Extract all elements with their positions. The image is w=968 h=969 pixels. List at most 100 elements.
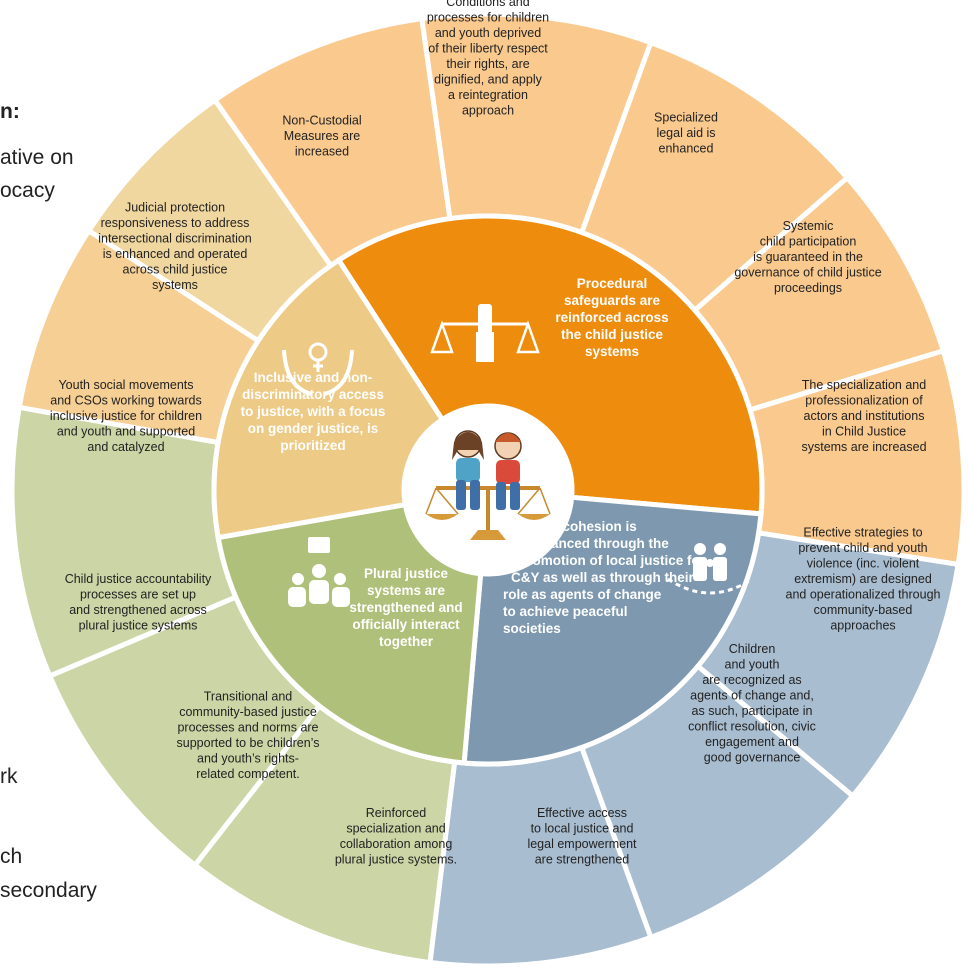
hands-gender-icon [282, 342, 354, 396]
core-section-label-line: on gender justice, is [248, 421, 379, 436]
segment-label-line: collaboration among [340, 837, 453, 851]
segment-label-line: processes and norms are [177, 720, 318, 734]
center-illustration [402, 404, 574, 576]
segment-label-line: and CSOs working towards [50, 394, 201, 408]
segment-label-line: is guaranteed in the [753, 250, 863, 264]
outer-segment-movements: Youth social movements and CSOs working t… [16, 227, 262, 454]
segment-label-line: in Child Justice [822, 425, 906, 439]
segment-label-line: supported to be children’s [177, 736, 320, 750]
segment-label-line: are recognized as [702, 673, 801, 687]
segment-label: The specialization and professionalizatio… [801, 378, 926, 454]
segment-label-line: extremism) are designed [794, 572, 932, 586]
segment-label-line: legal empowerment [527, 837, 637, 851]
core-section-label-line: officially interact [352, 617, 460, 632]
segment-label-line: plural justice systems [79, 618, 198, 632]
segment-label-line: to local justice and [531, 821, 634, 835]
background-text-bg3: ocacy [0, 179, 55, 202]
segment-label-line: Effective access [537, 806, 627, 820]
segment-label-line: related competent. [196, 767, 300, 781]
segment-label-line: inclusive justice for children [50, 409, 202, 423]
segment-label-line: specialization and [346, 821, 445, 835]
segment-label-line: is enhanced and operated [103, 247, 248, 261]
core-section-label-line: prioritized [280, 438, 345, 453]
background-text-bg2: ative on [0, 146, 74, 169]
core-section-label-line: the child justice [561, 327, 664, 342]
background-text-bg4: rk [0, 765, 18, 788]
segment-label-line: community-based justice [179, 705, 317, 719]
segment-label-line: Transitional and [204, 689, 293, 703]
segment-label-line: actors and institutions [804, 409, 925, 423]
segment-label-line: processes for children [427, 10, 549, 24]
core-section-label-line: role as agents of change [503, 587, 662, 602]
segment-label-line: of their liberty respect [428, 41, 548, 55]
segment-label-line: child participation [760, 235, 857, 249]
core-section-label-line: to achieve peaceful [503, 604, 628, 619]
segment-label-line: as such, participate in [692, 704, 813, 718]
segment-label-line: increased [295, 145, 349, 159]
segment-label-line: a reintegration [448, 88, 528, 102]
segment-label-line: intersectional discrimination [98, 231, 252, 245]
segment-label-line: good governance [704, 750, 801, 764]
segment-label-line: plural justice systems. [335, 852, 457, 866]
segment-label-line: and youth [725, 657, 780, 671]
segment-label-line: Systemic [783, 219, 834, 233]
background-text-bg6: secondary [0, 879, 97, 902]
segment-label-line: approaches [830, 619, 895, 633]
segment-label-line: across child justice [123, 262, 228, 276]
segment-label-line: systems are increased [801, 440, 926, 454]
segment-label-line: their rights, are [446, 57, 529, 71]
group-speech-icon [288, 537, 350, 607]
community-circle-icon [667, 543, 753, 595]
core-section-label-line: Plural justice [364, 566, 449, 581]
segment-label-line: and youth’s rights- [197, 751, 299, 765]
segment-label-line: approach [462, 103, 514, 117]
segment-label-line: processes are set up [80, 587, 196, 601]
background-text-bg1: n: [0, 100, 20, 123]
segment-label-line: Youth social movements [58, 378, 193, 392]
segment-label-line: Specialized [654, 111, 718, 125]
segment-label-line: professionalization of [805, 394, 923, 408]
segment-label-line: Reinforced [366, 806, 426, 820]
segment-label-line: legal aid is [656, 126, 715, 140]
core-section-label-line: C&Y as well as through their [511, 570, 695, 585]
core-section-label-line: Inclusive and non- [254, 370, 373, 385]
core-section-label-line: Procedural [577, 276, 648, 291]
segment-label-line: agents of change and, [690, 688, 814, 702]
core-section-label-line: reinforced across [555, 310, 668, 325]
segment-label-line: are strengthened [535, 852, 630, 866]
core-section-label-line: together [379, 634, 434, 649]
outer-segment-specialization: The specialization and professionalizatio… [746, 347, 967, 568]
segment-label-line: proceedings [774, 281, 842, 295]
core-section-label-line: strengthened and [349, 600, 462, 615]
segment-label-line: and operationalized through [786, 588, 941, 602]
segment-label-line: Non-Custodial [282, 114, 361, 128]
segment-label-line: systems [152, 278, 198, 292]
segment-label-line: community-based [814, 603, 913, 617]
segment-label-line: Effective strategies to [803, 526, 922, 540]
core-section-label-line: societies [503, 621, 561, 636]
segment-label-line: Child justice accountability [65, 572, 212, 586]
scale-icon [425, 486, 551, 540]
segment-label-line: The specialization and [802, 378, 926, 392]
segment-label-line: dignified, and apply [434, 72, 542, 86]
